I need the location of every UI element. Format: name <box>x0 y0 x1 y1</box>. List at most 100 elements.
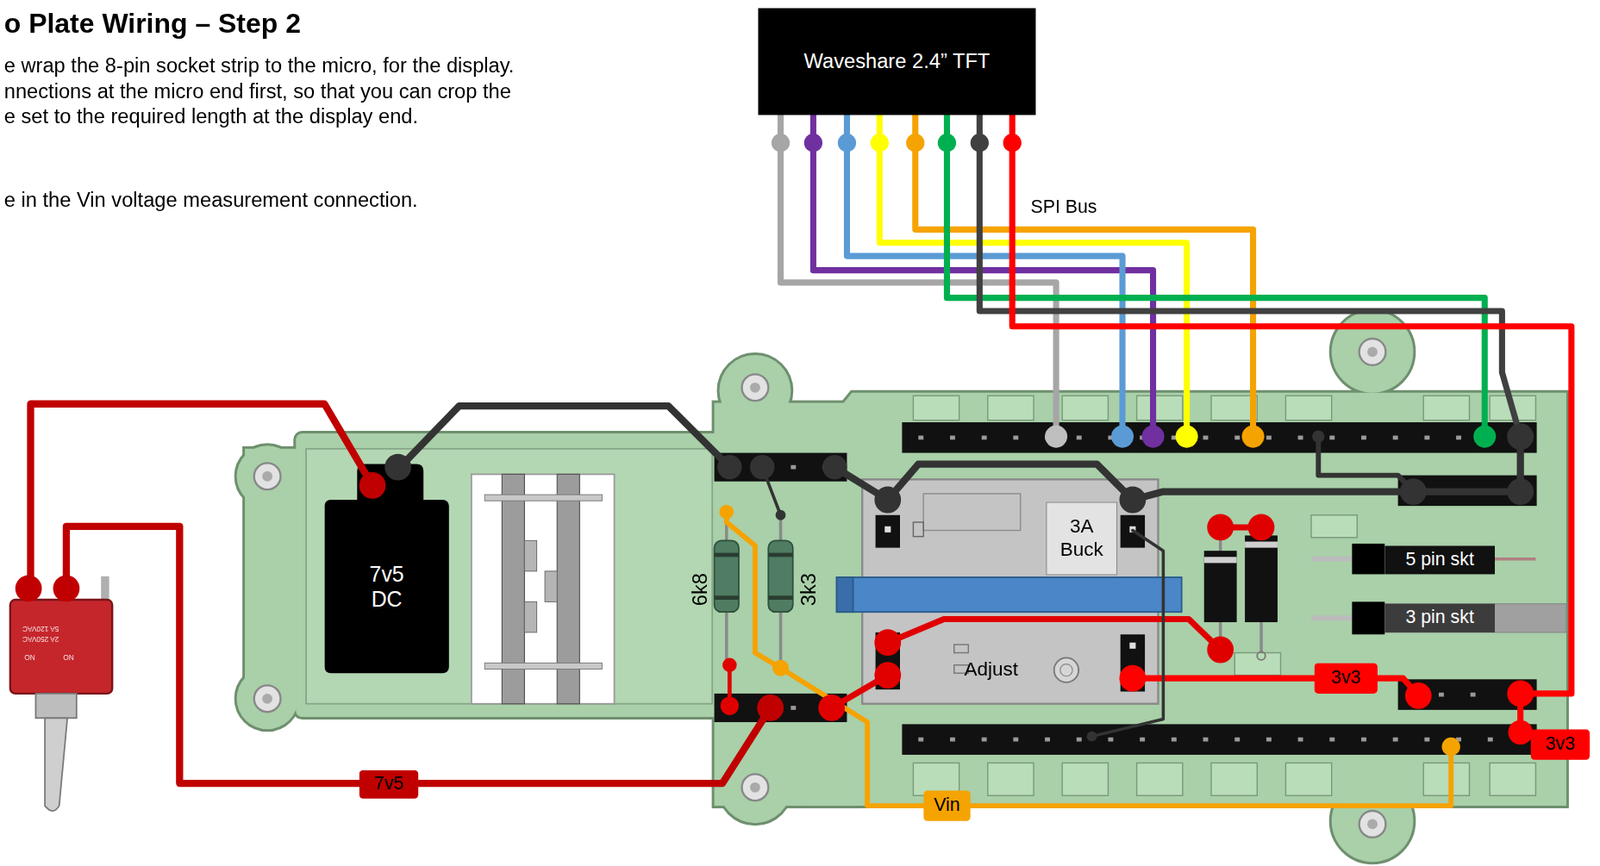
socket-strip <box>1351 601 1385 635</box>
screw <box>742 774 769 801</box>
wire-end <box>756 694 784 722</box>
wire <box>915 114 1254 438</box>
wire-end <box>1248 514 1275 542</box>
wire <box>1012 114 1572 733</box>
wire-end <box>53 575 81 603</box>
pin-header <box>901 422 1537 454</box>
screw <box>1359 338 1387 366</box>
socket-lead <box>1494 557 1536 562</box>
screw <box>1367 346 1378 357</box>
node-label: Adjust <box>964 657 1019 682</box>
adjust-pot <box>1054 657 1079 682</box>
wire-end <box>1118 487 1146 514</box>
diode-symbol <box>1204 550 1238 623</box>
buck-detail <box>954 644 969 653</box>
wire-end <box>1111 425 1134 449</box>
wire-end <box>1400 478 1427 506</box>
node-label: 3k3 <box>795 573 820 607</box>
wire-end <box>906 133 925 152</box>
node-label: 3A Buck <box>1060 515 1104 563</box>
wire-tag: 3v3 <box>1314 662 1378 694</box>
wire-end <box>1175 425 1199 449</box>
node-label: 6k8 <box>687 573 713 607</box>
buck-pin <box>875 515 900 549</box>
wire-end <box>1242 425 1265 449</box>
plate-slot <box>1423 395 1469 420</box>
wire-end <box>772 660 789 677</box>
wire-end <box>1506 423 1534 450</box>
plate-inner <box>306 449 713 705</box>
resistor-symbol <box>714 540 739 613</box>
trim-pot <box>837 577 1182 613</box>
wire-end <box>15 133 1534 757</box>
screw <box>254 338 1387 838</box>
pin-header <box>901 724 1537 756</box>
wire <box>846 114 1123 438</box>
node-label: 7v5 <box>374 773 404 796</box>
wire-end <box>1405 682 1432 710</box>
plate-slot <box>1062 395 1108 420</box>
buck-pin <box>1129 643 1136 650</box>
wire-tag: 3v3 <box>1531 729 1591 761</box>
socket-lead <box>1311 556 1357 563</box>
page-title: o Plate Wiring – Step 2 <box>4 7 301 40</box>
socket-lead <box>1311 615 1357 621</box>
pin-header <box>1398 679 1538 711</box>
wire-end <box>718 505 734 520</box>
plate-slot <box>1062 762 1108 796</box>
pin-header <box>714 453 848 482</box>
note-text: e in the Vin voltage measurement connect… <box>4 187 419 213</box>
node-label: 7v5 DC <box>369 561 405 613</box>
pin-header <box>714 693 848 723</box>
slide-switch <box>484 662 602 669</box>
wire-end <box>1442 737 1461 757</box>
header-pins <box>918 435 1531 440</box>
resistor-band <box>768 595 793 600</box>
node-label: 3v3 <box>1545 733 1575 757</box>
plate-slot <box>1285 395 1332 420</box>
plate-slot <box>1211 762 1257 796</box>
slide-switch <box>484 494 602 501</box>
screw <box>254 685 282 713</box>
buck-pin <box>884 526 891 533</box>
wire-end <box>818 694 845 722</box>
switch-marking: NO <box>24 653 35 663</box>
wire-end <box>1206 514 1234 542</box>
wire-tag: 7v5 <box>359 770 419 800</box>
switch-marking: NO <box>62 653 74 663</box>
buck-module <box>837 479 1182 704</box>
wire-end <box>1507 720 1532 745</box>
plate-slot <box>987 762 1034 796</box>
display-module: Waveshare 2.4” TFT <box>757 7 1036 114</box>
wire <box>400 406 730 468</box>
bus-label: SPI Bus <box>1031 196 1098 219</box>
wire <box>979 114 1520 438</box>
wire-end <box>717 455 742 480</box>
wire-end <box>804 133 823 152</box>
wire-end <box>870 133 889 152</box>
buck-module: Adjust 3A Buck <box>862 479 1158 704</box>
screw <box>742 374 769 401</box>
wire-end <box>874 629 901 657</box>
wire-end <box>1506 681 1534 708</box>
wire-end <box>837 133 857 152</box>
header-pins <box>790 706 817 711</box>
wire-end <box>722 657 738 673</box>
dc-jack: 7v5 DC <box>324 500 449 674</box>
toggle-switch <box>10 600 113 694</box>
trim-pot <box>837 577 854 613</box>
node-label: 3 pin skt <box>1405 607 1474 631</box>
screw <box>262 693 273 705</box>
resistor-band <box>714 553 739 558</box>
wire <box>879 114 1187 438</box>
resistor-symbol <box>768 540 793 613</box>
wire <box>31 404 374 589</box>
screw <box>750 782 761 794</box>
wire <box>887 464 1133 500</box>
wire-end <box>937 133 957 152</box>
wire-end <box>384 454 412 482</box>
wire-tag: Vin <box>923 790 970 822</box>
plate-slot <box>1285 762 1332 796</box>
node-label: Waveshare 2.4” TFT <box>804 49 991 74</box>
